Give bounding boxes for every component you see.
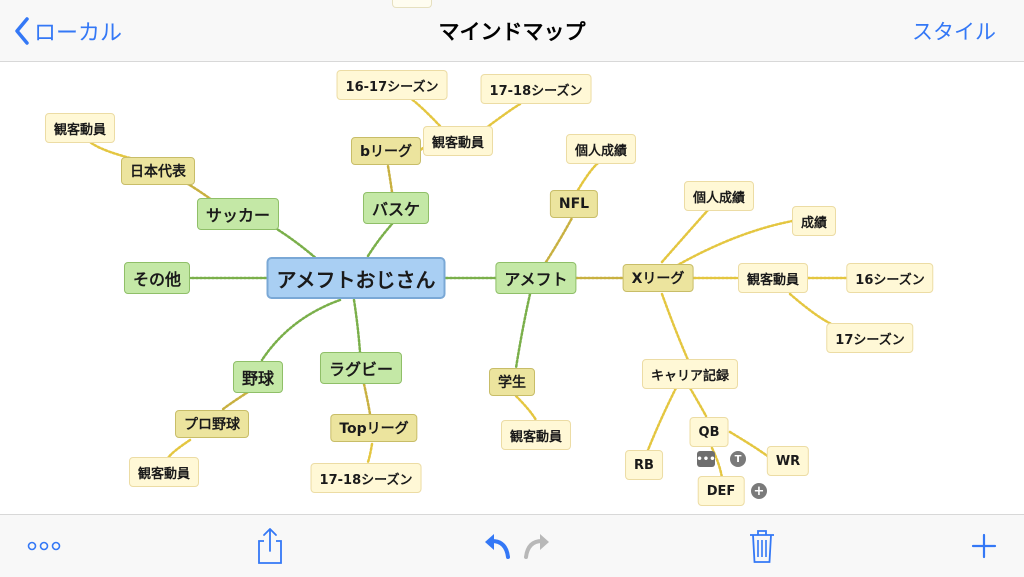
node-qb[interactable]: QB: [689, 417, 729, 447]
top-handle: [392, 0, 432, 8]
node-basket-1718[interactable]: 17-18シーズン: [480, 74, 592, 104]
node-other[interactable]: その他: [123, 262, 191, 294]
share-button[interactable]: [252, 527, 288, 565]
node-x-17[interactable]: 17シーズン: [826, 323, 914, 353]
node-x-results[interactable]: 成績: [791, 206, 837, 236]
node-xleague[interactable]: Xリーグ: [622, 264, 694, 292]
node-rugby-top[interactable]: Topリーグ: [330, 414, 418, 442]
node-x-attendance[interactable]: 観客動員: [737, 263, 809, 293]
node-wr[interactable]: WR: [766, 446, 810, 476]
node-basket-bleague[interactable]: bリーグ: [350, 137, 422, 165]
node-basket-1617[interactable]: 16-17シーズン: [336, 70, 448, 100]
trash-icon: [750, 530, 774, 563]
navigation-bar: ローカル マインドマップ スタイル: [0, 0, 1024, 62]
node-soccer-japan[interactable]: 日本代表: [121, 157, 195, 185]
bottom-toolbar: [0, 514, 1024, 577]
style-button[interactable]: スタイル: [912, 20, 996, 44]
back-button-label: ローカル: [34, 21, 123, 46]
node-baseball-pro[interactable]: プロ野球: [175, 410, 249, 438]
redo-icon: [524, 534, 549, 559]
node-def[interactable]: DEF: [697, 476, 745, 506]
node-amefoot[interactable]: アメフト: [495, 262, 577, 294]
plus-icon: [971, 533, 997, 559]
redo-button[interactable]: [520, 527, 554, 565]
node-rb[interactable]: RB: [625, 450, 663, 480]
chevron-left-icon: [15, 17, 29, 45]
node-rugby[interactable]: ラグビー: [319, 352, 403, 384]
more-button[interactable]: [24, 527, 64, 565]
node-x-16[interactable]: 16シーズン: [846, 263, 934, 293]
node-nfl-stats[interactable]: 個人成績: [565, 134, 637, 164]
node-basket[interactable]: バスケ: [362, 192, 430, 224]
node-baseball-attendance[interactable]: 観客動員: [128, 457, 200, 487]
node-soccer[interactable]: サッカー: [196, 198, 280, 230]
node-x-stats[interactable]: 個人成績: [683, 181, 755, 211]
undo-icon: [485, 534, 510, 559]
node-student[interactable]: 学生: [489, 368, 535, 396]
share-icon: [258, 528, 282, 564]
delete-button[interactable]: [745, 527, 779, 565]
add-button[interactable]: [966, 527, 1002, 565]
node-career[interactable]: キャリア記録: [641, 359, 739, 389]
node-rugby-1718[interactable]: 17-18シーズン: [310, 463, 422, 493]
node-student-attendance[interactable]: 観客動員: [500, 420, 572, 450]
text-edit-icon[interactable]: T: [730, 451, 746, 467]
back-button[interactable]: ローカル: [14, 14, 122, 48]
undo-button[interactable]: [480, 527, 514, 565]
node-baseball[interactable]: 野球: [232, 361, 284, 393]
add-node-icon[interactable]: +: [751, 483, 767, 499]
node-soccer-japan-attendance[interactable]: 観客動員: [44, 113, 116, 143]
node-root[interactable]: アメフトおじさん: [266, 257, 446, 299]
page-title: マインドマップ: [438, 20, 586, 44]
node-nfl[interactable]: NFL: [549, 190, 599, 218]
more-icon: [27, 541, 61, 551]
node-basket-attendance[interactable]: 観客動員: [422, 126, 494, 156]
node-menu-icon[interactable]: •••: [696, 451, 716, 467]
